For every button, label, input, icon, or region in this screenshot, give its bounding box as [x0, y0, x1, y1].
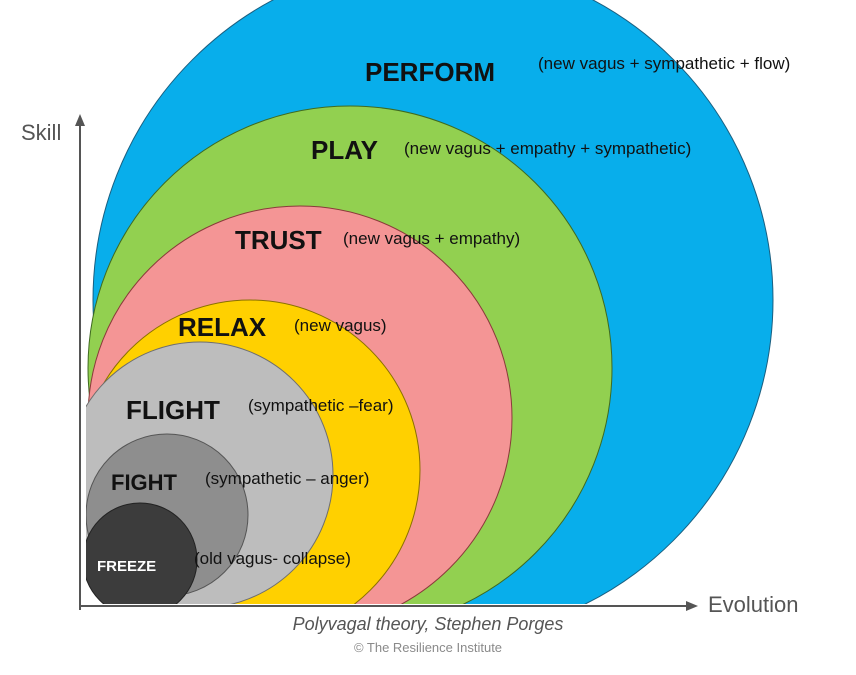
- freeze-description: (old vagus- collapse): [194, 549, 351, 568]
- x-axis-label: Evolution: [708, 592, 799, 617]
- perform-label: PERFORM: [365, 57, 495, 87]
- relax-description: (new vagus): [294, 316, 387, 335]
- copyright-notice: © The Resilience Institute: [353, 640, 503, 655]
- y-axis-arrowhead: [75, 114, 85, 126]
- freeze-label: FREEZE: [97, 558, 156, 575]
- trust-label: TRUST: [235, 225, 322, 255]
- play-label: PLAY: [311, 135, 378, 165]
- stage-circles: [86, 0, 774, 604]
- y-axis-label: Skill: [21, 120, 61, 145]
- x-axis-arrowhead: [686, 601, 698, 611]
- fight-description: (sympathetic – anger): [205, 469, 369, 488]
- source-caption: Polyvagal theory, Stephen Porges: [292, 614, 564, 634]
- play-description: (new vagus + empathy + sympathetic): [404, 139, 691, 158]
- perform-description: (new vagus + sympathetic + flow): [538, 54, 790, 73]
- flight-description: (sympathetic –fear): [248, 396, 394, 415]
- freeze-circle: [86, 502, 198, 604]
- flight-label: FLIGHT: [126, 395, 220, 425]
- trust-description: (new vagus + empathy): [343, 229, 520, 248]
- fight-label: FIGHT: [111, 470, 178, 495]
- axes: [75, 114, 698, 611]
- relax-label: RELAX: [178, 312, 267, 342]
